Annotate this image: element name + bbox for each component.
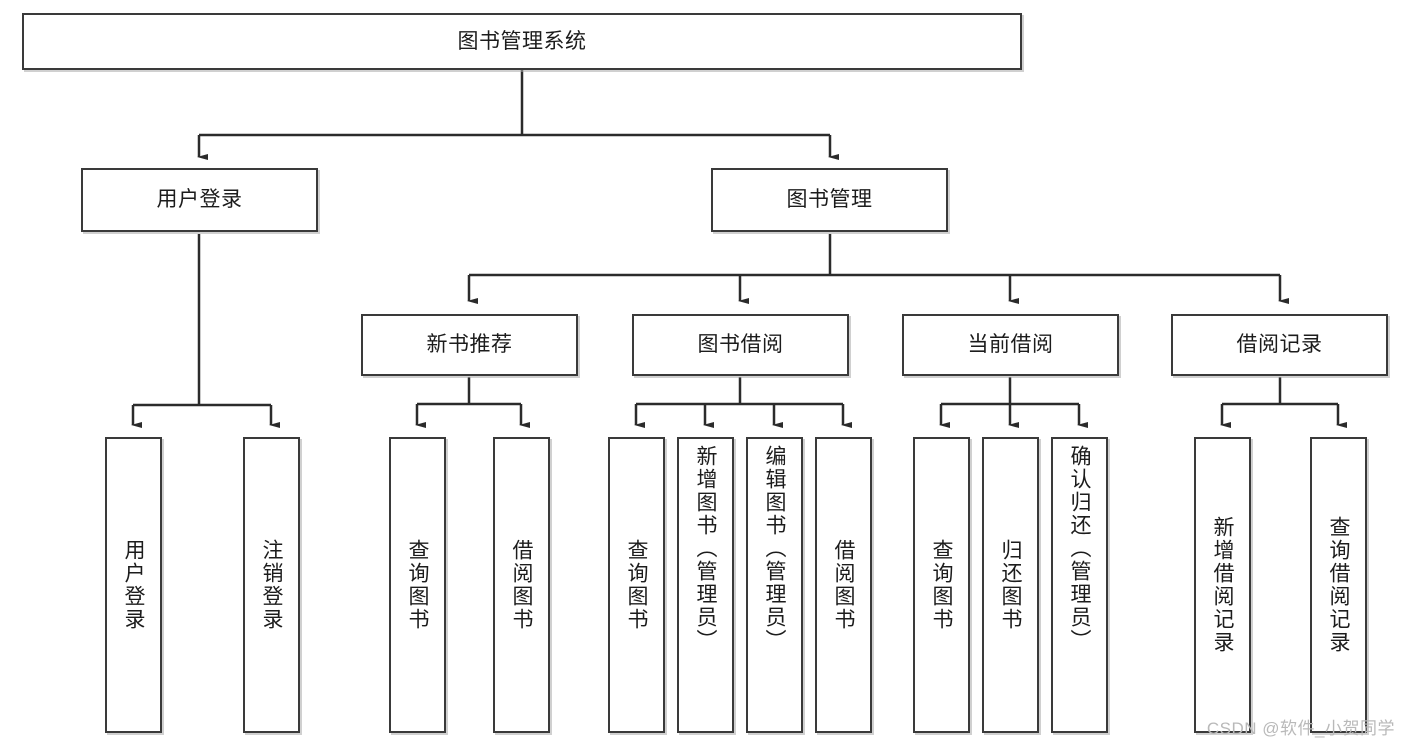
node-book-management[interactable]: 图书管理 (711, 168, 948, 232)
leaf-add-book-admin[interactable]: 新增图书（管理员） (677, 437, 734, 733)
leaf-edit-book-admin-label: 编辑图书（管理员） (763, 445, 786, 652)
node-new-book-recommend-label: 新书推荐 (426, 333, 513, 357)
leaf-query-book-current[interactable]: 查询图书 (913, 437, 970, 733)
leaf-add-borrow-record-label: 新增借阅记录 (1211, 516, 1234, 654)
node-borrow-record[interactable]: 借阅记录 (1171, 314, 1388, 376)
node-current-borrow-label: 当前借阅 (967, 333, 1054, 357)
leaf-add-book-admin-label: 新增图书（管理员） (694, 445, 717, 652)
leaf-return-book[interactable]: 归还图书 (982, 437, 1039, 733)
leaf-borrow-book-newbook[interactable]: 借阅图书 (493, 437, 550, 733)
node-user-login-label: 用户登录 (156, 188, 243, 212)
node-borrow-record-label: 借阅记录 (1236, 333, 1323, 357)
leaf-query-book-borrow[interactable]: 查询图书 (608, 437, 665, 733)
leaf-confirm-return-admin[interactable]: 确认归还（管理员） (1051, 437, 1108, 733)
node-book-borrow-label: 图书借阅 (697, 333, 784, 357)
leaf-query-borrow-record[interactable]: 查询借阅记录 (1310, 437, 1367, 733)
leaf-logout-label: 注销登录 (260, 539, 283, 631)
node-user-login[interactable]: 用户登录 (81, 168, 318, 232)
leaf-user-login[interactable]: 用户登录 (105, 437, 162, 733)
leaf-query-book-current-label: 查询图书 (930, 539, 953, 631)
node-book-management-label: 图书管理 (786, 188, 873, 212)
leaf-return-book-label: 归还图书 (999, 539, 1022, 631)
leaf-query-book-newbook[interactable]: 查询图书 (389, 437, 446, 733)
leaf-add-borrow-record[interactable]: 新增借阅记录 (1194, 437, 1251, 733)
node-book-borrow[interactable]: 图书借阅 (632, 314, 849, 376)
leaf-borrow-book-newbook-label: 借阅图书 (510, 539, 533, 631)
leaf-query-book-borrow-label: 查询图书 (625, 539, 648, 631)
leaf-user-login-label: 用户登录 (122, 539, 145, 631)
node-current-borrow[interactable]: 当前借阅 (902, 314, 1119, 376)
leaf-query-borrow-record-label: 查询借阅记录 (1327, 516, 1350, 654)
leaf-query-book-newbook-label: 查询图书 (406, 539, 429, 631)
leaf-edit-book-admin[interactable]: 编辑图书（管理员） (746, 437, 803, 733)
node-root[interactable]: 图书管理系统 (22, 13, 1022, 70)
leaf-logout[interactable]: 注销登录 (243, 437, 300, 733)
node-new-book-recommend[interactable]: 新书推荐 (361, 314, 578, 376)
leaf-confirm-return-admin-label: 确认归还（管理员） (1068, 445, 1091, 652)
node-root-label: 图书管理系统 (457, 29, 587, 53)
leaf-borrow-book[interactable]: 借阅图书 (815, 437, 872, 733)
leaf-borrow-book-label: 借阅图书 (832, 539, 855, 631)
